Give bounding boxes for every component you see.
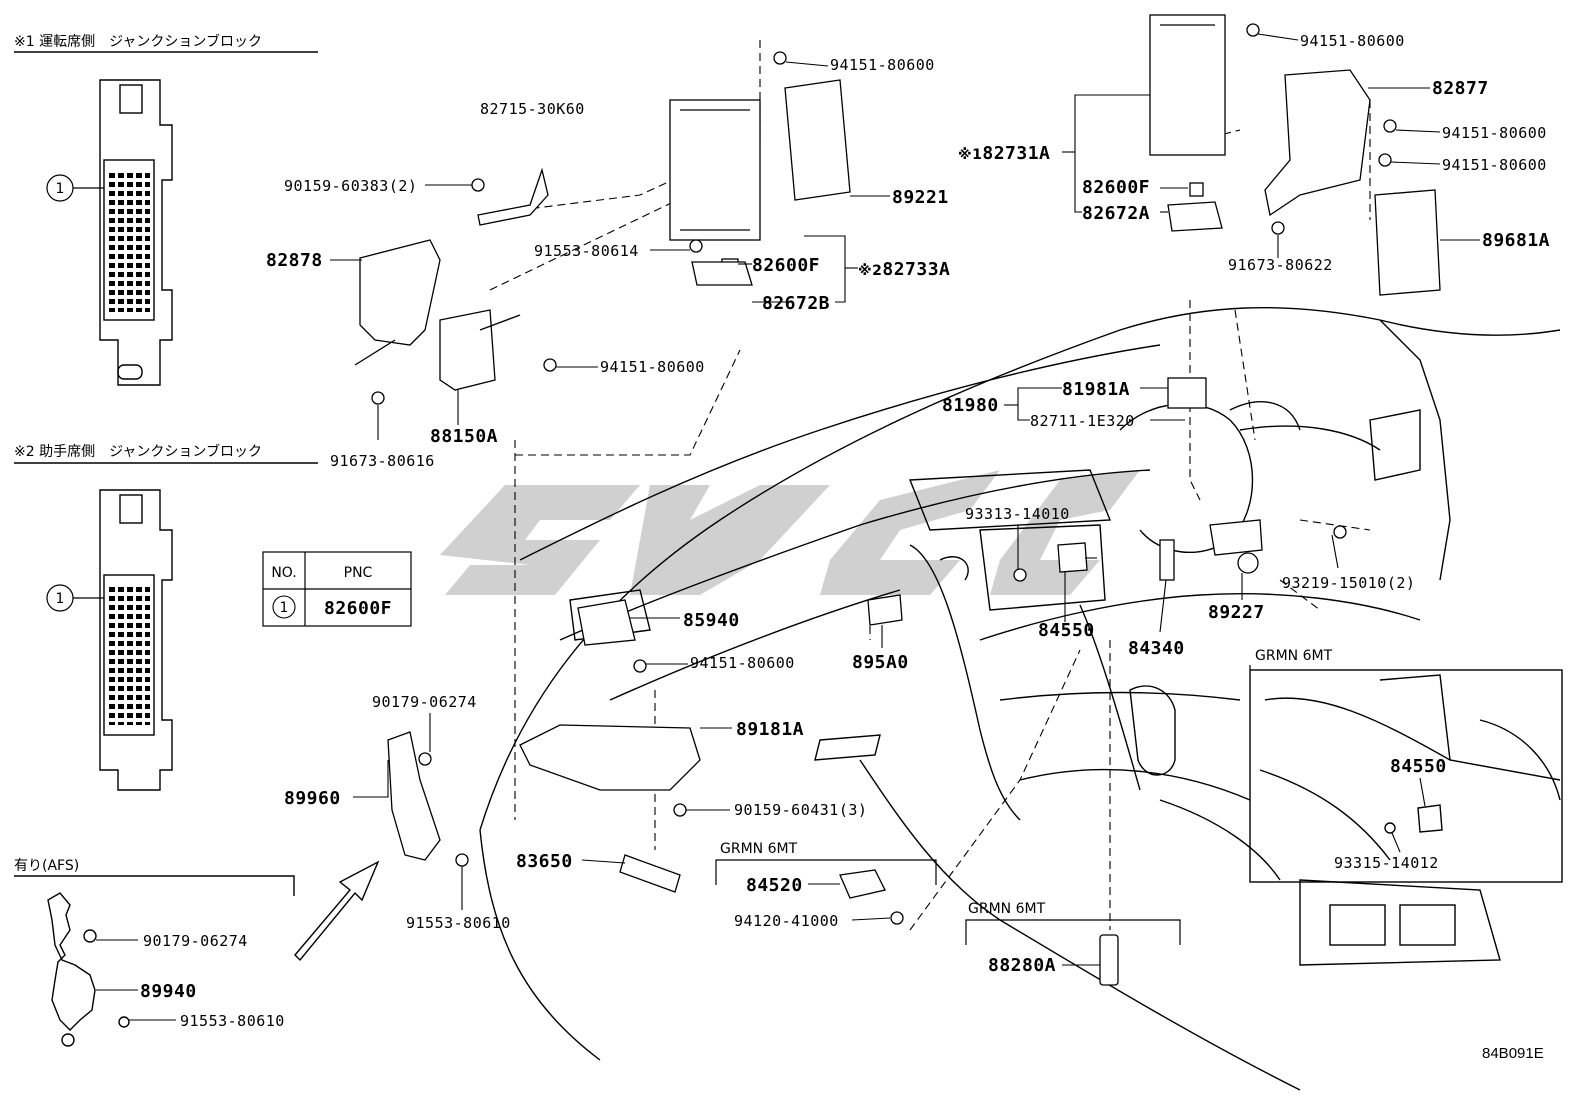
label-81981A: 81981A [1062, 379, 1130, 400]
label-89960: 89960 [284, 788, 341, 809]
label-89227: 89227 [1208, 602, 1265, 623]
passenger-callout-number: 1 [56, 591, 65, 607]
label-89940: 89940 [140, 981, 197, 1002]
afs-inset [14, 875, 295, 1047]
pnc-table-row-pnc: 82600F [324, 598, 392, 619]
label-82600F-passenger: 82600F [1082, 177, 1150, 198]
driver-junction-block-inset [14, 51, 318, 386]
label-91553-80614: 91553-80614 [534, 242, 639, 260]
label-89181A: 89181A [736, 719, 804, 740]
label-94151-80600-d: 94151-80600 [1442, 124, 1547, 142]
label-90179-06274-a: 90179-06274 [372, 693, 477, 711]
label-84520: 84520 [746, 875, 803, 896]
label-93315-14012: 93315-14012 [1334, 854, 1439, 872]
label-90159-60431: 90159-60431(3) [734, 801, 867, 819]
label-82715-30K60: 82715-30K60 [480, 100, 585, 118]
label-84340: 84340 [1128, 638, 1185, 659]
label-88280A: 88280A [988, 955, 1056, 976]
passenger-inset-title: ※2 助手席側 ジャンクションブロック [14, 443, 262, 460]
label-94120-41000: 94120-41000 [734, 912, 839, 930]
label-91553-80610-a: 91553-80610 [406, 914, 511, 932]
label-94151-80600-a: 94151-80600 [600, 358, 705, 376]
grmn-inset-box [1249, 669, 1563, 883]
afs-inset-title: 有り(AFS) [14, 858, 79, 874]
label-82672A: 82672A [1082, 203, 1150, 224]
pnc-table-pnc-header: PNC [344, 565, 373, 581]
variant-brackets [715, 665, 1251, 945]
label-82600F-driver: 82600F [752, 255, 820, 276]
driver-inset-title: ※1 運転席側 ジャンクションブロック [14, 33, 262, 50]
label-82711-1E320: 82711-1E320 [1030, 412, 1135, 430]
label-82878: 82878 [266, 250, 323, 271]
label-89221: 89221 [892, 187, 949, 208]
label-94151-80600-f: 94151-80600 [690, 654, 795, 672]
label-88150A: 88150A [430, 426, 498, 447]
label-94151-80600-c: 94151-80600 [1300, 32, 1405, 50]
diagram-code: 84B091E [1482, 1045, 1544, 1062]
label-84550-grmn: 84550 [1390, 756, 1447, 777]
driver-callout-number: 1 [56, 181, 65, 197]
leader-lines [96, 33, 1480, 1021]
label-82877: 82877 [1432, 78, 1489, 99]
label-93219-15010: 93219-15010(2) [1282, 574, 1415, 592]
grmn-label-84550: GRMN 6MT [1255, 648, 1333, 664]
label-91673-80616: 91673-80616 [330, 452, 435, 470]
label-94151-80600-e: 94151-80600 [1442, 156, 1547, 174]
pnc-table-row-no: 1 [280, 600, 289, 616]
pnc-table-no-header: NO. [271, 565, 296, 581]
labels: ※1 運転席側 ジャンクションブロック 1 ※2 助手席側 ジャンクションブロッ… [14, 32, 1550, 1062]
label-82731A: ※182731A [958, 143, 1050, 164]
pnc-table [262, 551, 412, 627]
passenger-junction-block-inset [14, 462, 318, 791]
label-90179-06274-b: 90179-06274 [143, 932, 248, 950]
label-84550: 84550 [1038, 620, 1095, 641]
label-91553-80610-b: 91553-80610 [180, 1012, 285, 1030]
label-82733A: ※282733A [858, 259, 950, 280]
watermark-logo [440, 470, 1140, 595]
label-93313-14010: 93313-14010 [965, 505, 1070, 523]
grmn-label-88280: GRMN 6MT [968, 901, 1046, 917]
label-85940: 85940 [683, 610, 740, 631]
label-91673-80622: 91673-80622 [1228, 256, 1333, 274]
label-94151-80600-b: 94151-80600 [830, 56, 935, 74]
label-82672B: 82672B [762, 293, 830, 314]
label-83650: 83650 [516, 851, 573, 872]
arrow-pointer [294, 860, 380, 962]
label-895A0: 895A0 [852, 652, 909, 673]
grmn-label-84520: GRMN 6MT [720, 841, 798, 857]
label-81980: 81980 [942, 395, 999, 416]
label-90159-60383: 90159-60383(2) [284, 177, 417, 195]
label-89681A: 89681A [1482, 230, 1550, 251]
